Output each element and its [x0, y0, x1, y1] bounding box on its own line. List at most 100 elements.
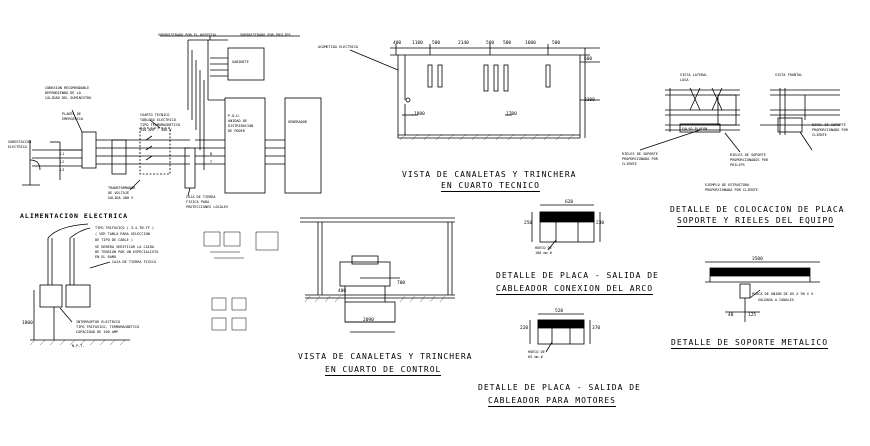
title-canaletas-tecnico: VISTA DE CANALETAS Y TRINCHERA [402, 170, 577, 180]
label-rieles-2: PROPORCIONADO POR [622, 157, 658, 161]
dim-1800b: 1800 [22, 321, 33, 326]
title-canaletas-tecnico-line2: EN CUARTO TECNICO [441, 181, 540, 192]
label-t: T [210, 160, 213, 164]
dim-500d: 500 [552, 41, 561, 46]
title-alimentacion: ALIMENTACION ELECTRICA [20, 212, 129, 220]
title-placa-arco: DETALLE DE PLACA - SALIDA DE [496, 271, 659, 281]
label-niveles-3: CLIENTE [812, 133, 827, 137]
label-l2: L2 [60, 160, 65, 164]
placa-arco-drawing [531, 204, 601, 251]
label-rieles-b1: RIELES DE SOPORTE [730, 153, 766, 157]
note-conexion-1: CONEXION RECOMENDABLE [45, 86, 90, 90]
label-generador: GENERADOR [288, 120, 307, 124]
dim-1180: 1180 [412, 41, 423, 46]
title-placa-motores: DETALLE DE PLACA - SALIDA DE [478, 383, 641, 393]
note-transformador-1: TRANSFORMADOR [108, 186, 136, 190]
label-npt: N.P.T. [72, 344, 85, 348]
dim-400: 400 [393, 41, 402, 46]
canaletas-tecnico-hatch [399, 133, 575, 141]
label-vista-lateral: VISTA LATERAL [680, 73, 708, 77]
label-rieles-1: RIELES DE SOPORTE [622, 152, 658, 156]
label-niveles-1: NIVEL DE SOPORTE [812, 123, 846, 127]
label-falso-plafon: FALSO PLAFON [682, 127, 708, 131]
dim-2090: 2090 [363, 318, 374, 323]
title-placa-arco-2: CABLEADOR CONEXION DEL ARCO [496, 284, 654, 295]
note-hueco-1: HUECO DE [535, 246, 552, 250]
label-planta-2: EMERGENCIA [62, 117, 84, 121]
dim-600: 600 [584, 57, 593, 62]
title-soporte-metalico-line1: DETALLE DE SOPORTE METALICO [671, 338, 829, 349]
title-canaletas-control-line1: VISTA DE CANALETAS Y TRINCHERA [298, 352, 473, 361]
title-soporte-metalico: DETALLE DE SOPORTE METALICO [671, 338, 829, 349]
note-transformador-2: DE VOLTAJE [108, 191, 130, 195]
alimentacion-hatch [29, 339, 126, 346]
dim-2300: 2300 [584, 98, 595, 103]
note-suministrado-philips: SUMINISTRADO POR PHILIPS [240, 33, 291, 37]
note-caja-1: CAJA DE TIERRA [186, 195, 216, 199]
label-niveles-2: PROPORCIONADO POR [812, 128, 848, 132]
label-n: N [210, 152, 213, 156]
title-canaletas-control-line2: EN CUARTO DE CONTROL [325, 365, 442, 376]
note-placa-union-1: PLACA DE UNION DE 65 X 90 X 5 [752, 292, 814, 296]
dim-500b: 500 [486, 41, 495, 46]
dim-1700: 1700 [506, 112, 517, 117]
title-placa-motores-line2: CABLEADOR PARA MOTORES [488, 396, 616, 407]
label-subestacion-2: ELECTRICA [8, 145, 27, 149]
dim-500c: 500 [503, 41, 512, 46]
note-se-debera-1: SE DEBERA VERIFICAR LA CAIDA [95, 245, 155, 249]
title-canaletas-tecnico-line1: VISTA DE CANALETAS Y TRINCHERA [402, 170, 577, 179]
label-rieles-b2: PROPORCIONADOS POR [730, 158, 768, 162]
title-colocacion-line1: DETALLE DE COLOCACION DE PLACA [670, 205, 845, 214]
note-hueco-3: HUECO DE [528, 350, 545, 354]
canaletas-control-drawing [300, 217, 455, 333]
dim-220: 220 [520, 326, 529, 331]
note-transformador-3: SALIDA 480 V [108, 196, 134, 200]
note-conexion-3: CALIDAD DEL SUMINISTRO [45, 96, 92, 100]
title-placa-motores-line1: DETALLE DE PLACA - SALIDA DE [478, 383, 641, 392]
label-rieles-b3: PHILIPS [730, 163, 745, 167]
canaletas-control-hatch [304, 295, 446, 303]
label-ejemplo-2: PROPORCIONADA POR CLIENTE [705, 188, 758, 192]
label-acometida: ACOMETIDA ELECTRICA [318, 45, 359, 49]
title-placa-motores-2: CABLEADOR PARA MOTORES [488, 396, 616, 407]
one-line-diagram [22, 35, 322, 197]
note-cuarto-3: TIPO TERMOMAGNETICO [140, 123, 181, 127]
note-cuarto-2: TABLERO ELECTRICO [140, 118, 176, 122]
note-suministrado-hospital: SUMINISTRADO POR EL HOSPITAL [158, 33, 218, 37]
title-canaletas-control: VISTA DE CANALETAS Y TRINCHERA [298, 352, 473, 362]
dim-370: 370 [592, 326, 601, 331]
note-conexion-2: DEPENDIENDO DE LA [45, 91, 81, 95]
dim-520: 520 [555, 309, 564, 314]
label-l3: L3 [60, 168, 65, 172]
label-subestacion-1: SUBESTACION [8, 140, 32, 144]
note-se-debera-2: DE TENSION POR UN ESPECIALISTA [95, 250, 159, 254]
dim-125: 125 [748, 313, 757, 318]
dim-3500: 3500 [752, 257, 763, 262]
dim-250: 250 [524, 221, 533, 226]
note-se-debera-3: EN EL RAMO [95, 255, 117, 259]
title-placa-arco-line1: DETALLE DE PLACA - SALIDA DE [496, 271, 659, 280]
label-gabinete: GABINETE [232, 60, 249, 64]
title-colocacion-2: SOPORTE Y RIELES DEL EQUIPO [677, 216, 835, 227]
label-pdu-3: DISTRIBUCION [228, 124, 254, 128]
dim-400b: 400 [338, 289, 347, 294]
placa-motores-drawing [529, 313, 591, 353]
note-interruptor-2: TIPO TRIFASICO, TERMOMAGNETICO [76, 325, 140, 329]
note-cuarto-1: CUARTO TECNICO [140, 113, 170, 117]
note-hueco-4: 65 mm # [528, 355, 543, 359]
canaletas-tecnico-drawing [349, 44, 600, 139]
title-colocacion: DETALLE DE COLOCACION DE PLACA [670, 205, 845, 215]
label-planta-1: PLANTA DE [62, 112, 81, 116]
note-hueco-2: 100 mm # [535, 251, 552, 255]
label-pdu-4: DE PODER [228, 129, 245, 133]
misc-details [203, 231, 279, 331]
note-ver-tabla: ( VER TABLA PARA SELECCION [95, 232, 150, 236]
dim-620: 620 [565, 200, 574, 205]
dim-700: 700 [397, 281, 406, 286]
label-ejemplo-1: EJEMPLO DE ESTRUCTURA [705, 183, 750, 187]
label-pdu-1: P.D.U. [228, 114, 241, 118]
soporte-metalico-drawing [705, 261, 820, 322]
note-tipo-trifasico: TIPO TRIFASICO ( 3-4-TN-TF ) [95, 226, 155, 230]
